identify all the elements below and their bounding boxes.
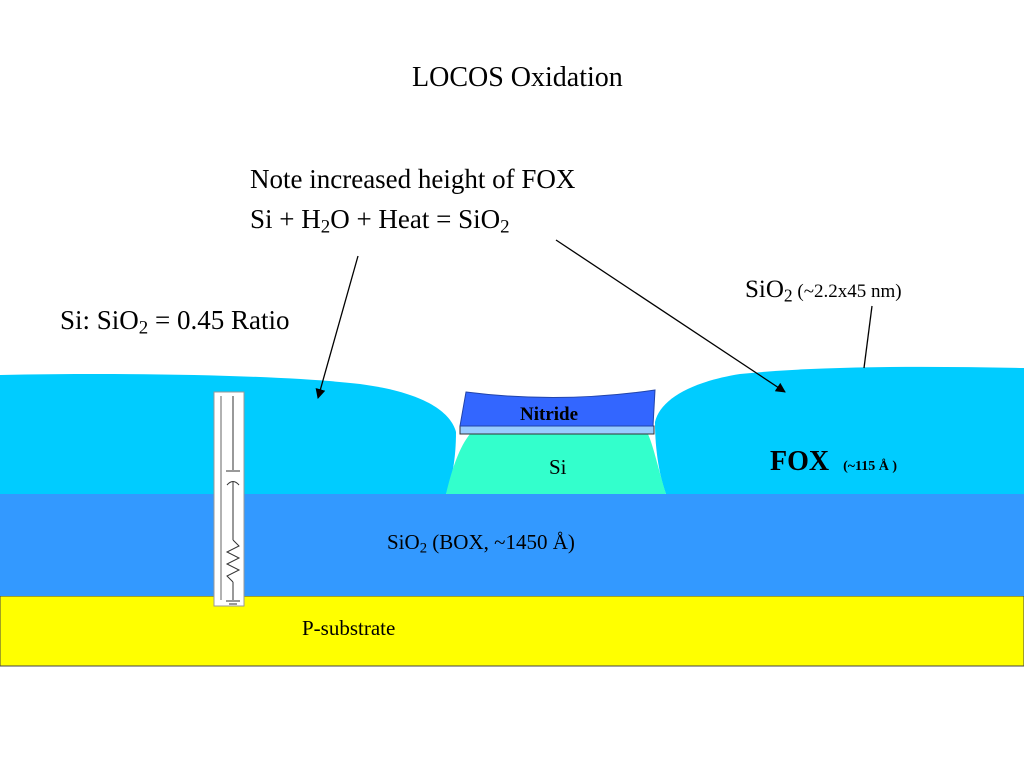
fox-right-region — [655, 366, 1024, 494]
pad-oxide-strip — [459, 425, 655, 435]
p-substrate-label: P-substrate — [302, 616, 396, 640]
fox-label: FOX (~115 Å ) — [770, 446, 897, 478]
equation-part-b: O + Heat = SiO — [330, 204, 501, 234]
p-substrate-layer — [0, 595, 1024, 667]
ratio-part-b: = 0.45 Ratio — [148, 305, 290, 335]
ratio-subscript: 2 — [138, 317, 149, 339]
reaction-arrow — [555, 239, 786, 393]
sio2-label-part-b: (~2.2x45 nm) — [792, 281, 902, 302]
sio2-leader-line — [863, 305, 873, 369]
box-oxide-layer — [0, 494, 1024, 596]
si-island — [446, 434, 666, 494]
sio2-thickness-label: SiO2 (~2.2x45 nm) — [745, 276, 902, 305]
box-label-part-b: (BOX, ~1450 Å) — [427, 530, 575, 554]
fox-height-note: Note increased height of FOX — [250, 164, 576, 194]
box-label: SiO2 (BOX, ~1450 Å) — [387, 530, 575, 557]
sio2-label-part-a: SiO — [745, 276, 784, 303]
nitride-cap — [459, 389, 656, 427]
equation-subscript-b: 2 — [500, 216, 510, 238]
si-sio2-ratio: Si: SiO2 = 0.45 Ratio — [60, 305, 290, 339]
fox-label-note: (~115 Å ) — [843, 459, 898, 474]
page-title: LOCOS Oxidation — [412, 62, 623, 93]
equation-part-a: Si + H — [250, 204, 321, 234]
nitride-label: Nitride — [520, 404, 579, 425]
sio2-label-subscript: 2 — [783, 285, 793, 306]
oxidation-equation: Si + H2O + Heat = SiO2 — [250, 204, 510, 238]
fox-height-arrow — [315, 255, 359, 399]
fox-label-main: FOX — [770, 446, 830, 477]
equation-subscript-a: 2 — [320, 216, 331, 238]
si-label: Si — [549, 455, 567, 479]
circuit-schematic — [213, 391, 245, 607]
ratio-part-a: Si: SiO — [60, 305, 139, 335]
box-label-subscript: 2 — [419, 540, 428, 557]
box-label-part-a: SiO — [387, 530, 420, 554]
